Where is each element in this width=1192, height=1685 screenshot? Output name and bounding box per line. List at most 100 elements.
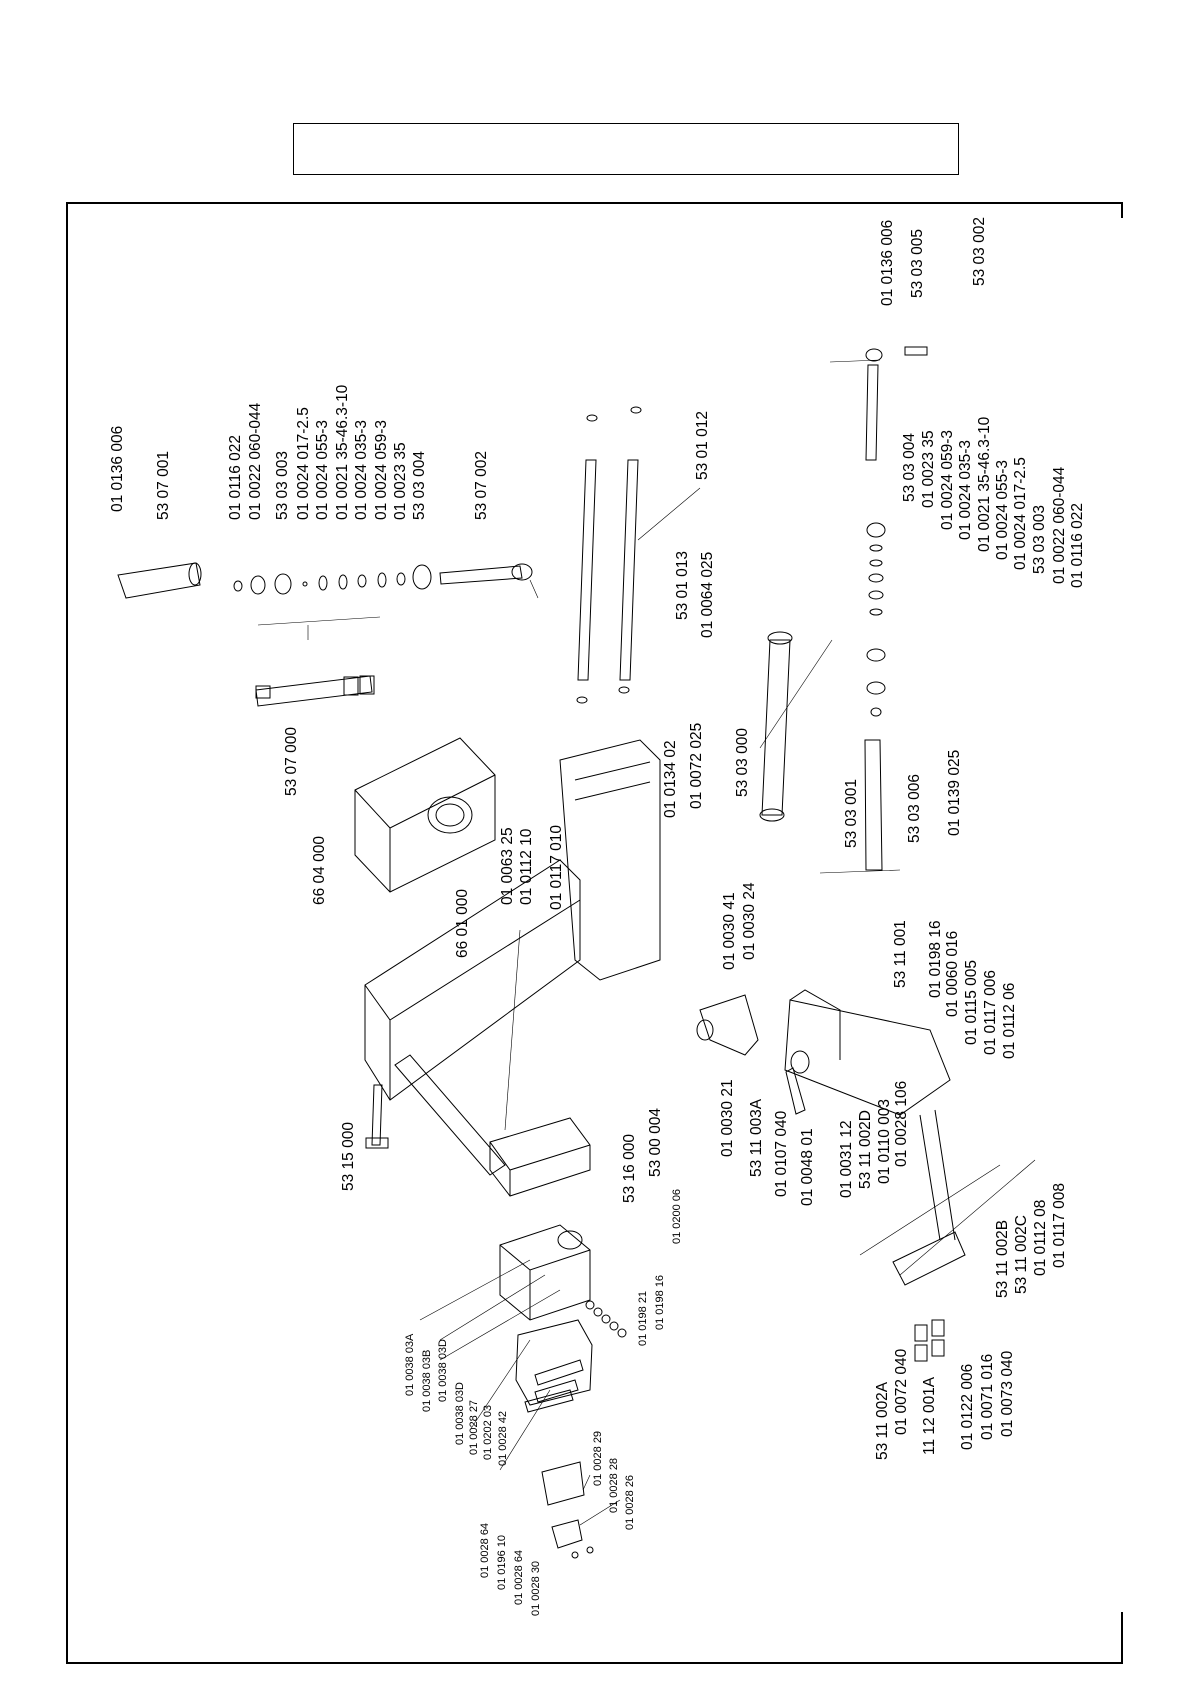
part-label-top-cyl-10: 01 0024 059-3: [373, 420, 390, 520]
part-label-frame-1: 01 0134 02: [662, 740, 679, 818]
guide-rods: [576, 406, 701, 704]
blade-guard: [489, 1117, 591, 1197]
part-label-bot-5: 01 0071 016: [979, 1353, 996, 1440]
part-label-table-3: 01 0060 016: [944, 930, 961, 1017]
part-label-elec-2: 01 0038 03B: [421, 1349, 433, 1412]
drawing-frame: [66, 202, 1123, 1664]
cylinder-53-03-000: [759, 631, 833, 822]
part-label-r-cyl-9: 01 0024 055-3: [994, 460, 1011, 560]
part-label-r-cyl-6: 01 0024 059-3: [939, 430, 956, 530]
part-label-r-cyl-7: 01 0024 035-3: [957, 440, 974, 540]
part-label-main-frame: 66 01 000: [454, 889, 471, 958]
part-label-frame-2: 01 0072 025: [688, 722, 705, 809]
part-label-table-6: 01 0112 06: [1001, 982, 1018, 1059]
part-label-box-2: 01 0198 21: [637, 1290, 649, 1346]
part-label-elec-6: 01 0202 03: [482, 1404, 494, 1460]
part-label-r-cyl-11: 53 03 003: [1031, 505, 1048, 574]
part-label-top-cyl-8: 01 0021 35-46.3-10: [334, 384, 351, 520]
part-label-elec-14: 01 0028 26: [624, 1474, 636, 1530]
part-label-valve-5: 01 0107 040: [773, 1110, 790, 1197]
part-label-r-cyl-5: 01 0023 35: [920, 430, 937, 508]
part-label-valve-3: 01 0030 21: [719, 1079, 736, 1157]
support-leg: [365, 1084, 389, 1149]
part-label-mf-3: 01 0117 010: [548, 824, 565, 910]
frame-edge-bottom-right: [1121, 1612, 1123, 1664]
part-label-elec-3: 01 0038 03D: [437, 1339, 449, 1402]
part-label-top-cyl-2: 53 07 001: [155, 451, 172, 520]
oil-tank: [354, 737, 496, 893]
part-label-bot-8: 53 11 002C: [1013, 1215, 1030, 1294]
part-label-top-cyl-7: 01 0024 055-3: [314, 420, 331, 520]
part-label-top-cyl-4: 01 0022 060-044: [247, 402, 264, 520]
title-block: [293, 123, 959, 175]
part-label-arm-1: 01 0031 12: [838, 1120, 855, 1198]
part-label-elec-1: 01 0038 03A: [404, 1333, 416, 1396]
control-valve: [696, 994, 810, 1115]
part-label-bot-7: 53 11 002B: [994, 1219, 1011, 1298]
part-label-elec-4: 01 0038 03D: [454, 1382, 466, 1445]
part-label-cyl2-assy: 53 03 000: [734, 728, 751, 797]
arm-assembly: [859, 1109, 1036, 1362]
part-label-bot-2: 01 0072 040: [893, 1348, 910, 1435]
part-label-top-cyl-3: 01 0116 022: [227, 434, 244, 520]
part-label-valve-4: 53 11 003A: [748, 1098, 765, 1177]
part-label-valve-1: 01 0030 41: [721, 892, 738, 970]
part-label-r-cyl-12: 01 0022 060-044: [1051, 466, 1068, 584]
part-label-rod-1: 53 01 012: [694, 411, 711, 480]
part-label-elec-9: 01 0196 10: [496, 1534, 508, 1590]
part-label-r-cyl-1: 01 0136 006: [879, 219, 896, 306]
part-label-r-cyl-2: 53 03 005: [909, 229, 926, 298]
part-label-mf-1: 01 0063 25: [499, 827, 516, 905]
part-label-valve-6: 01 0048 01: [799, 1128, 816, 1206]
part-label-cyl-assy: 53 07 000: [283, 727, 300, 796]
part-label-table-4: 01 0115 005: [963, 959, 980, 1045]
part-label-table-5: 01 0117 006: [982, 969, 999, 1055]
part-label-top-cyl-13: 53 07 002: [473, 451, 490, 520]
part-label-elec-7: 01 0028 42: [497, 1410, 509, 1466]
part-label-r-cyl-16: 01 0139 025: [946, 749, 963, 836]
top-cylinder-exploded: [117, 562, 539, 599]
part-label-tank: 66 04 000: [311, 836, 328, 905]
frame-edge-top-right: [1121, 202, 1123, 218]
part-label-box-1: 01 0200 06: [671, 1188, 683, 1244]
part-label-top-cyl-9: 01 0024 035-3: [353, 420, 370, 520]
part-label-valve-2: 01 0030 24: [741, 882, 758, 960]
part-label-top-cyl-5: 53 03 003: [274, 451, 291, 520]
part-label-elec-11: 01 0028 30: [530, 1560, 542, 1616]
part-label-r-cyl-15: 53 03 006: [906, 774, 923, 843]
part-label-elec-5: 01 0028 27: [468, 1399, 480, 1455]
work-table: [784, 989, 951, 1116]
part-label-r-cyl-13: 01 0116 022: [1069, 502, 1086, 588]
right-cylinder-exploded: [819, 346, 928, 874]
part-label-bot-6: 01 0073 040: [999, 1350, 1016, 1437]
part-label-r-cyl-10: 01 0024 017-2.5: [1012, 457, 1029, 570]
part-label-bot-9: 01 0112 08: [1032, 1199, 1049, 1276]
part-label-arm-4: 01 0028 106: [893, 1080, 910, 1167]
part-label-top-cyl-11: 01 0023 35: [392, 442, 409, 520]
part-label-r-cyl-8: 01 0021 35-46.3-10: [976, 416, 993, 552]
part-label-r-cyl-4: 53 03 004: [901, 433, 918, 502]
part-label-top-cyl-1: 01 0136 006: [109, 425, 126, 512]
part-label-elec-8: 01 0028 64: [479, 1522, 491, 1578]
part-label-arm-2: 53 11 002D: [857, 1110, 874, 1189]
part-label-elec-10: 01 0028 64: [513, 1549, 525, 1605]
part-label-bot-10: 01 0117 008: [1051, 1182, 1068, 1268]
part-label-elec-12: 01 0028 29: [592, 1430, 604, 1486]
part-label-r-cyl-3: 53 03 002: [971, 217, 988, 286]
part-label-mf-2: 01 0112 10: [518, 828, 535, 905]
part-label-top-cyl-6: 01 0024 017-2.5: [295, 407, 312, 520]
main-frame: [364, 739, 661, 1176]
part-label-bot-3: 11 12 001A: [921, 1376, 938, 1455]
part-label-bot-4: 01 0122 006: [959, 1363, 976, 1450]
motor-box: [499, 1224, 627, 1338]
part-label-top-cyl-12: 53 03 004: [411, 451, 428, 520]
part-label-leg: 53 15 000: [340, 1122, 357, 1191]
part-label-box-3: 01 0198 16: [654, 1274, 666, 1330]
part-label-guard-2: 53 00 004: [647, 1108, 664, 1177]
part-label-table-1: 53 11 001: [892, 920, 909, 988]
cylinder-assembly: [255, 616, 381, 707]
part-label-bot-1: 53 11 002A: [874, 1381, 891, 1460]
part-label-elec-13: 01 0028 28: [608, 1457, 620, 1513]
electrical-parts: [419, 1259, 621, 1559]
